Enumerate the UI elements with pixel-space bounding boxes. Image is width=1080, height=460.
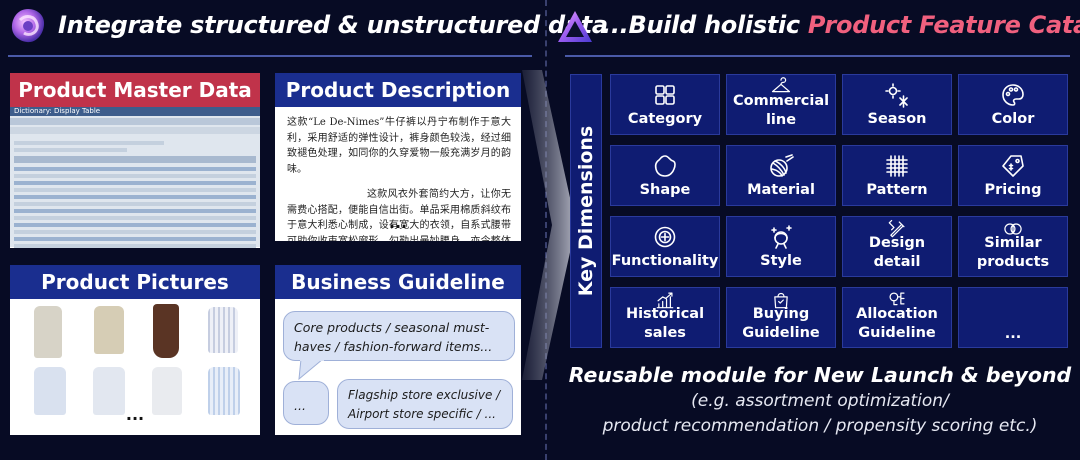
left-heading: Integrate structured & unstructured data	[58, 11, 608, 39]
dimension-label: Shape	[639, 182, 691, 198]
sap-window-title: Dictionary: Display Table	[14, 107, 101, 115]
light-shirt-image	[93, 367, 125, 415]
dimension-tile: Functionality	[610, 216, 720, 277]
dimension-label: Category	[627, 111, 703, 127]
business-guideline-card: Business Guideline Core products / seaso…	[275, 265, 521, 435]
allocation-icon	[887, 290, 907, 310]
dimension-tile: Pricing	[958, 145, 1068, 206]
dimension-label: ...	[1004, 326, 1022, 342]
key-dimensions-label: Key Dimensions	[575, 125, 597, 297]
section-divider	[545, 0, 547, 460]
business-guideline-title: Business Guideline	[275, 265, 521, 299]
dimension-tile: Season	[842, 74, 952, 135]
product-pictures-title: Product Pictures	[10, 265, 260, 299]
style-icon	[768, 224, 794, 250]
palette-icon	[1000, 82, 1026, 108]
description-more: ...	[388, 213, 408, 232]
pictures-more: ...	[125, 405, 145, 424]
key-dimensions-label-box: Key Dimensions	[570, 74, 602, 348]
sales-chart-icon	[655, 290, 675, 310]
yarn-icon	[768, 153, 794, 179]
pattern-icon	[884, 153, 910, 179]
product-description-text: 这款“Le De-Nimes”牛仔裤以丹宁布制作于意大利，采用舒适的弹性设计，裤…	[275, 107, 521, 241]
left-heading-rule	[8, 55, 532, 57]
dimension-label: Similar products	[976, 235, 1050, 270]
product-description-title: Product Description	[275, 73, 521, 107]
functionality-icon	[652, 224, 678, 250]
product-master-data-title: Product Master Data	[10, 73, 260, 107]
hanger-icon	[771, 77, 791, 97]
dimension-label: Functionality	[611, 253, 719, 269]
price-tag-icon	[1000, 153, 1026, 179]
right-heading-rule	[565, 55, 1070, 57]
dimension-tile: Commercial line	[726, 74, 836, 135]
bubble-tail-icon	[298, 359, 324, 381]
white-shirt-image	[152, 367, 182, 415]
dimension-label: Pattern	[866, 182, 928, 198]
dimension-label: Commercial line	[733, 93, 830, 128]
dimension-label: Buying Guideline	[742, 306, 820, 341]
design-tools-icon	[887, 219, 907, 239]
dimension-tile: Pattern	[842, 145, 952, 206]
guideline-bubble-left: ...	[283, 381, 329, 425]
dimension-tile: Historical sales	[610, 287, 720, 348]
right-heading-accent: Product Feature Catalog	[807, 11, 1080, 39]
right-heading-prefix: ...Build holistic	[602, 11, 808, 39]
shape-icon	[652, 153, 678, 179]
dimension-label: Historical sales	[625, 306, 705, 341]
category-icon	[652, 82, 678, 108]
product-pictures-grid: ...	[10, 299, 260, 435]
blue-shirt-image	[34, 367, 66, 415]
product-master-data-card: Product Master Data Dictionary: Display …	[10, 73, 260, 248]
jacket-image	[94, 306, 124, 354]
left-logo-icon	[8, 6, 48, 46]
similar-icon	[1003, 219, 1023, 239]
dimension-label: Material	[747, 182, 815, 198]
striped-shirt-image	[208, 307, 238, 353]
dimension-tile: Design detail	[842, 216, 952, 277]
description-paragraph: 这款风衣外套简约大方，让你无需费心搭配，便能自信出街。单品采用棉质斜纹布于意大利…	[287, 189, 511, 241]
dimension-tile: Allocation Guideline	[842, 287, 952, 348]
reuse-subtitle-line-1: (e.g. assortment optimization/	[691, 391, 949, 411]
right-heading: ...Build holistic Product Feature Catalo…	[602, 11, 1080, 39]
dimension-label: Pricing	[984, 182, 1042, 198]
dimension-label: Color	[991, 111, 1035, 127]
dimension-tile: ...	[958, 287, 1068, 348]
guideline-bubble-right: Flagship store exclusive / Airport store…	[337, 379, 513, 429]
dimension-label: Style	[760, 253, 802, 269]
reuse-subtitle-line-2: product recommendation / propensity scor…	[602, 416, 1038, 436]
guideline-bubble-top: Core products / seasonal must-haves / fa…	[283, 311, 515, 361]
product-description-card: Product Description 这款“Le De-Nimes”牛仔裤以丹…	[275, 73, 521, 241]
blue-striped-shirt-image	[208, 367, 240, 415]
dimension-tile: Similar products	[958, 216, 1068, 277]
shopping-bag-icon	[771, 290, 791, 310]
dimension-label: Allocation Guideline	[856, 306, 938, 341]
dimension-tile: Style	[726, 216, 836, 277]
season-icon	[884, 82, 910, 108]
dimension-tile: Color	[958, 74, 1068, 135]
dimension-tile: Material	[726, 145, 836, 206]
dress-image	[153, 304, 179, 358]
description-paragraph: 这款“Le De-Nimes”牛仔裤以丹宁布制作于意大利，采用舒适的弹性设计，裤…	[287, 117, 511, 175]
dimension-label: Design detail	[868, 235, 926, 270]
dimension-tile: Shape	[610, 145, 720, 206]
product-pictures-card: Product Pictures ...	[10, 265, 260, 435]
dimension-tile: Buying Guideline	[726, 287, 836, 348]
right-logo-icon	[555, 8, 595, 48]
dimension-label: Season	[867, 111, 927, 127]
flow-arrow-icon	[522, 70, 576, 380]
dimension-tile: Category	[610, 74, 720, 135]
reuse-title: Reusable module for New Launch & beyond	[568, 363, 1072, 387]
sap-screenshot: Dictionary: Display Table	[10, 107, 260, 248]
trench-coat-image	[34, 306, 62, 358]
